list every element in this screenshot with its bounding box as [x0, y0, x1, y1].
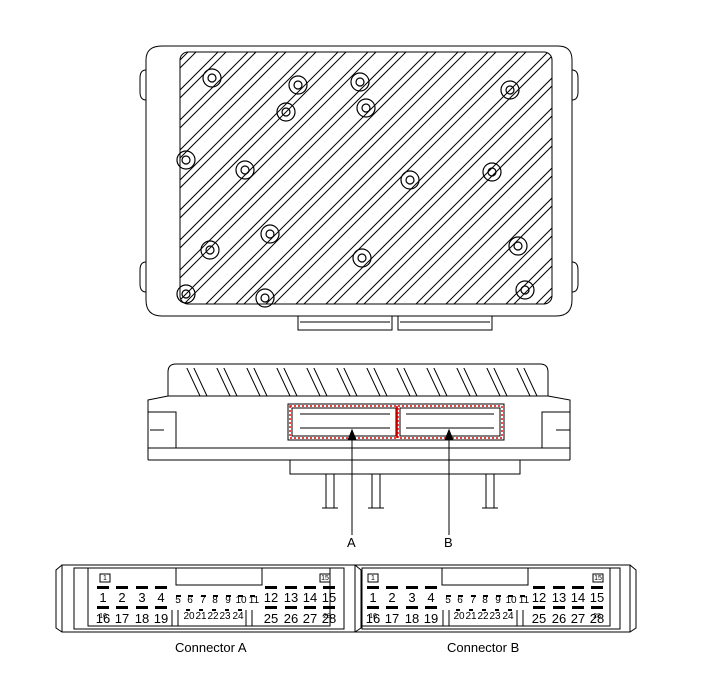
pin-corner-mark: 28 — [323, 613, 331, 620]
pin-number: 16 — [95, 611, 111, 626]
pin-number: 18 — [134, 611, 150, 626]
pin-corner-mark: 1 — [103, 575, 107, 582]
pin-number: 24 — [232, 611, 244, 622]
pin-number: 19 — [153, 611, 169, 626]
callout-b: B — [444, 535, 453, 550]
pin-number: 6 — [187, 595, 193, 606]
pin-number: 20 — [453, 611, 465, 622]
pin-number: 9 — [495, 595, 501, 606]
pin-number: 11 — [518, 595, 530, 606]
ecu-side-view — [147, 363, 571, 509]
callout-a: A — [347, 535, 356, 550]
pin-number: 25 — [531, 611, 547, 626]
pin-number: 14 — [570, 590, 586, 605]
pin-number: 18 — [404, 611, 420, 626]
pin-number: 27 — [570, 611, 586, 626]
pin-number: 11 — [248, 595, 260, 606]
connector-a-caption: Connector A — [175, 640, 247, 655]
pin-number: 9 — [225, 595, 231, 606]
pin-number: 4 — [157, 590, 165, 605]
pin-number: 21 — [195, 611, 207, 622]
callout-lines — [347, 428, 454, 535]
pin-number: 3 — [408, 590, 416, 605]
connector-b-caption: Connector B — [447, 640, 520, 655]
pin-number: 22 — [207, 611, 219, 622]
pin-number: 2 — [388, 590, 396, 605]
pin-corner-mark: 16 — [369, 613, 377, 620]
pin-number: 15 — [589, 590, 605, 605]
pin-number: 13 — [283, 590, 299, 605]
pin-corner-mark: 15 — [594, 575, 602, 582]
pin-number: 16 — [365, 611, 381, 626]
pin-corner-mark: 16 — [99, 613, 107, 620]
pin-corner-mark: 15 — [321, 575, 329, 582]
pin-number: 8 — [482, 595, 488, 606]
pin-number: 25 — [263, 611, 279, 626]
pin-corner-mark: 1 — [371, 575, 375, 582]
pin-corner-mark: 28 — [593, 613, 601, 620]
pin-number: 26 — [551, 611, 567, 626]
pin-number: 5 — [445, 595, 451, 606]
pin-number: 23 — [489, 611, 501, 622]
pin-number: 8 — [212, 595, 218, 606]
pin-number: 12 — [263, 590, 279, 605]
pin-number: 3 — [138, 590, 146, 605]
pin-number: 24 — [502, 611, 514, 622]
pin-number: 28 — [321, 611, 337, 626]
pin-number: 21 — [465, 611, 477, 622]
pin-number: 12 — [531, 590, 547, 605]
pin-number: 17 — [384, 611, 400, 626]
connector-b-pin-markers — [367, 586, 603, 611]
pin-number: 27 — [302, 611, 318, 626]
pin-number: 28 — [589, 611, 605, 626]
pin-number: 22 — [477, 611, 489, 622]
pin-number: 2 — [118, 590, 126, 605]
pin-number: 6 — [457, 595, 463, 606]
pin-number: 10 — [505, 595, 517, 606]
pin-number: 15 — [321, 590, 337, 605]
connector-b-face — [354, 564, 637, 633]
pin-number: 20 — [183, 611, 195, 622]
pin-number: 14 — [302, 590, 318, 605]
pin-number: 13 — [551, 590, 567, 605]
pin-number: 1 — [99, 590, 107, 605]
pin-number: 7 — [470, 595, 476, 606]
pin-number: 1 — [369, 590, 377, 605]
pin-number: 19 — [423, 611, 439, 626]
pin-number: 5 — [175, 595, 181, 606]
connector-a-pin-markers — [97, 586, 335, 611]
pin-number: 23 — [219, 611, 231, 622]
ecu-top-view — [139, 45, 579, 331]
pin-number: 26 — [283, 611, 299, 626]
pin-number: 17 — [114, 611, 130, 626]
pin-number: 7 — [200, 595, 206, 606]
pin-number: 4 — [427, 590, 435, 605]
pin-number: 10 — [235, 595, 247, 606]
